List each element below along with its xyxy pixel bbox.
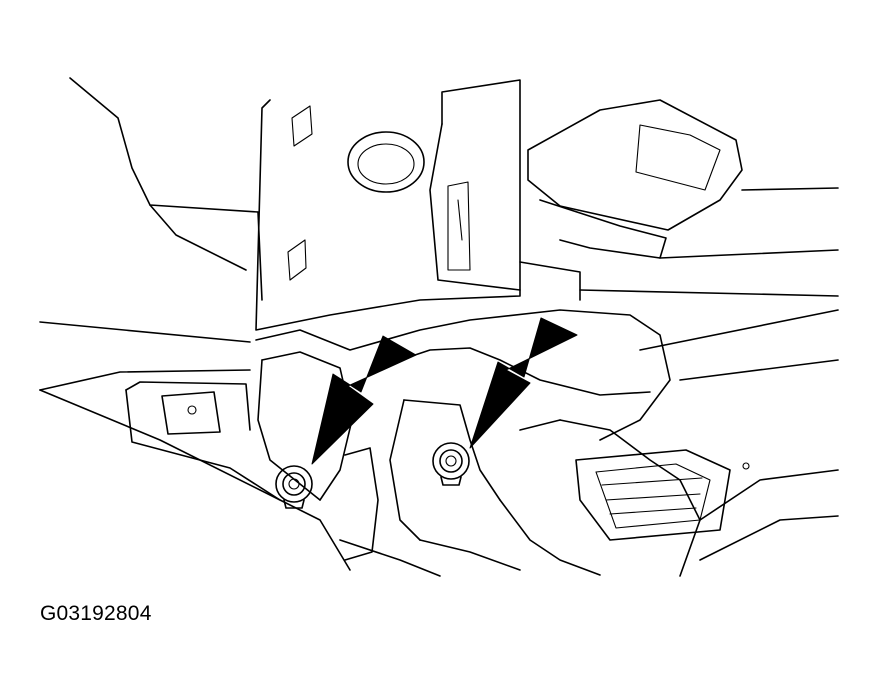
steering-column-body <box>255 309 701 577</box>
right-upper-housing <box>519 99 839 301</box>
upper-left-trim-panel <box>69 77 263 301</box>
mounting-bracket-plate <box>255 79 521 331</box>
right-bolt <box>432 442 470 486</box>
right-fastener-arrow <box>469 317 578 449</box>
left-fastener-arrow <box>311 335 417 465</box>
lower-left-bracket <box>125 381 281 501</box>
left-bolt <box>275 465 313 509</box>
lower-right-switch <box>575 449 839 561</box>
figure-id-label: G03192804 <box>40 602 152 625</box>
